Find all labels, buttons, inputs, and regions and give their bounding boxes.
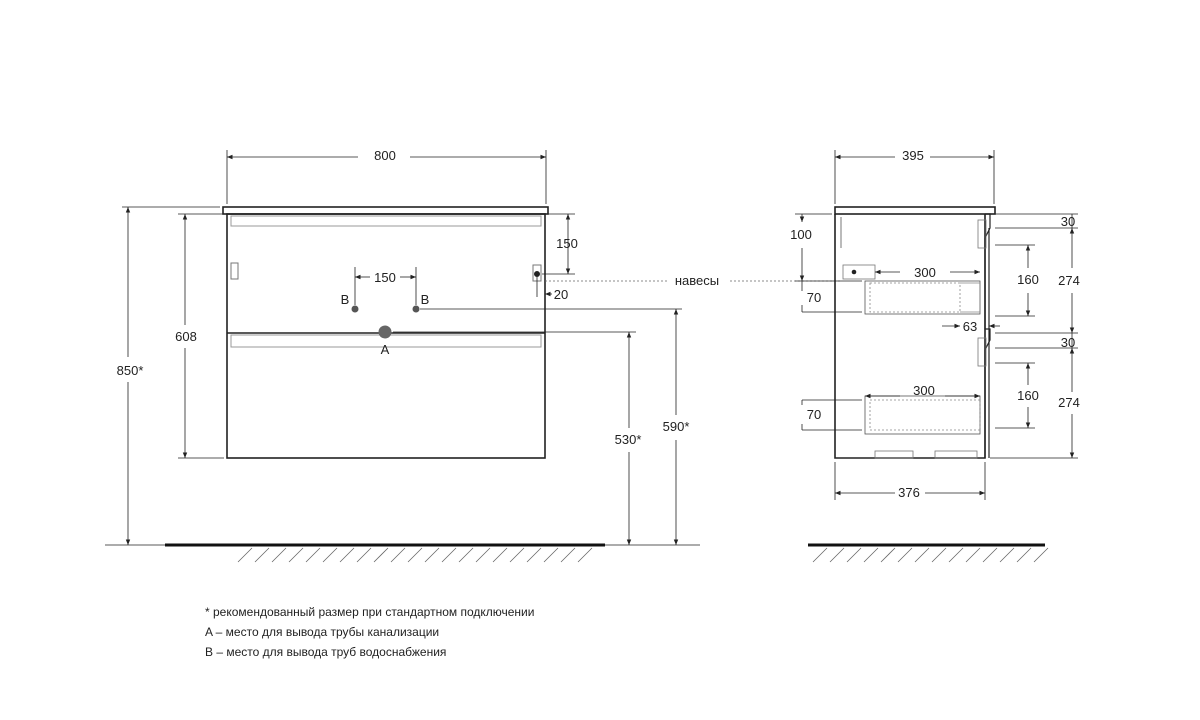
dim-side-top-offset: 100: [790, 227, 812, 242]
side-cabinet-body: [834, 214, 986, 459]
dim-front-width: 800: [374, 148, 396, 163]
side-view: [834, 206, 996, 459]
side-hinge-plate: [842, 264, 876, 280]
dim-lower-inner-offset: 70: [807, 407, 821, 422]
dim-lower-inner-height: 160: [1017, 388, 1039, 403]
note-recommended: * рекомендованный размер при стандартном…: [205, 605, 535, 619]
label-drain: A: [381, 342, 390, 357]
note-drain: A – место для вывода трубы канализации: [205, 625, 440, 639]
label-hinges: навесы: [675, 273, 719, 288]
dim-hinge-side: 20: [554, 287, 568, 302]
dim-side-depth-bottom: 376: [898, 485, 920, 500]
side-countertop: [834, 206, 996, 215]
hinge-left: [230, 262, 239, 280]
dim-drain-height: 530*: [615, 432, 642, 447]
legend-notes: * рекомендованный размер при стандартном…: [205, 602, 534, 662]
floor-front: [105, 543, 700, 563]
note-water: B – место для вывода труб водоснабжения: [205, 645, 447, 659]
water-outlet-left: [351, 305, 359, 313]
dim-water-height: 590*: [663, 419, 690, 434]
dim-upper-inner-height: 160: [1017, 272, 1039, 287]
front-top-rail: [230, 215, 542, 227]
dim-water-spacing: 150: [374, 270, 396, 285]
label-water-right: B: [421, 292, 430, 307]
dim-upper-front-gap: 30: [1061, 214, 1075, 229]
front-countertop: [222, 206, 549, 215]
water-outlet-right: [412, 305, 420, 313]
floor-side: [808, 543, 1049, 563]
drain-outlet: [378, 325, 392, 339]
side-upper-drawer: [864, 280, 981, 315]
dim-upper-inner-offset: 70: [807, 290, 821, 305]
dim-lower-height: 274: [1058, 395, 1080, 410]
dim-lower-inner-depth: 300: [913, 383, 935, 398]
label-water-left: B: [341, 292, 350, 307]
dim-side-depth-top: 395: [902, 148, 924, 163]
dim-upper-inner-depth: 300: [914, 265, 936, 280]
dim-upper-height: 274: [1058, 273, 1080, 288]
dim-lower-front-gap: 30: [1061, 335, 1075, 350]
dim-total-height: 850*: [117, 363, 144, 378]
front-cabinet-body: [226, 213, 546, 459]
dim-hinge-top: 150: [556, 236, 578, 251]
front-view: [222, 206, 549, 459]
dim-cabinet-height: 608: [175, 329, 197, 344]
side-lower-drawer: [864, 395, 981, 435]
dim-upper-back-gap: 63: [963, 319, 977, 334]
